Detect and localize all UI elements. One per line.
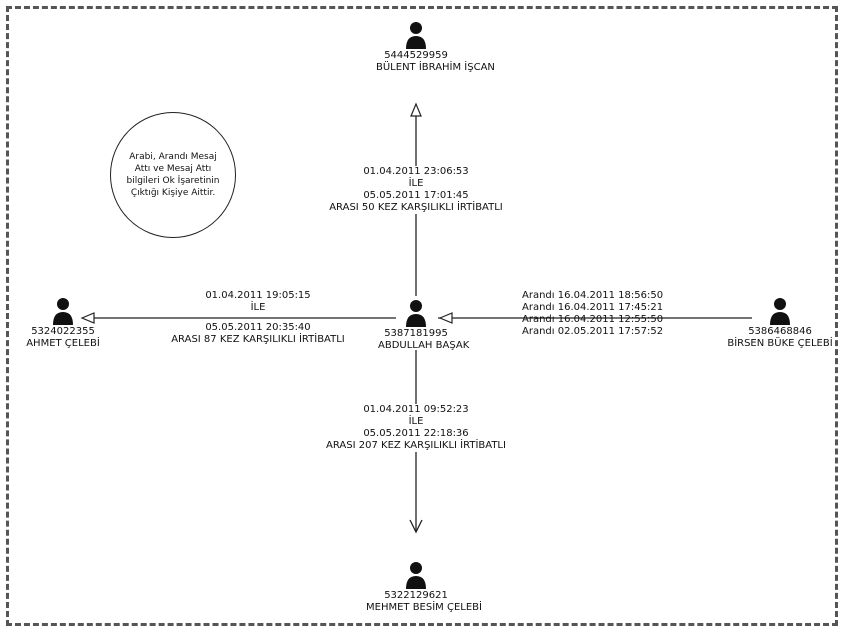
edge-label-line: 01.04.2011 09:52:23 bbox=[363, 404, 469, 415]
node-name: MEHMET BESİM ÇELEBİ bbox=[366, 602, 482, 613]
edge-label-line: ARASI 87 KEZ KARŞILIKLI İRTİBATLI bbox=[171, 334, 345, 345]
edge-label-line: İLE bbox=[408, 178, 424, 189]
call-entry: Arandı 02.05.2011 17:57:52 bbox=[522, 326, 664, 337]
arrow-icon bbox=[409, 519, 423, 534]
edge-label-line: ARASI 50 KEZ KARŞILIKLI İRTİBATLI bbox=[329, 202, 503, 213]
arrow-icon bbox=[410, 102, 422, 117]
node-name: BÜLENT İBRAHİM İŞCAN bbox=[376, 62, 495, 73]
person-icon bbox=[406, 300, 426, 327]
node-name: BİRSEN BÜKE ÇELEBİ bbox=[727, 338, 833, 349]
edge-label-line: 05.05.2011 22:18:36 bbox=[363, 428, 469, 439]
person-icon bbox=[770, 298, 790, 325]
node-center[interactable]: 5387181995 ABDULLAH BAŞAK bbox=[378, 298, 470, 352]
node-bottom[interactable]: 5322129621 MEHMET BESİM ÇELEBİ bbox=[366, 560, 482, 614]
person-icon bbox=[406, 562, 426, 589]
edge-label-line: İLE bbox=[408, 416, 424, 427]
edge-label-line: 05.05.2011 20:35:40 bbox=[205, 322, 311, 333]
arrow-icon bbox=[80, 312, 95, 324]
edge-label-top: 01.04.2011 23:06:53 İLE 05.05.2011 17:01… bbox=[300, 166, 532, 214]
node-name: ABDULLAH BAŞAK bbox=[378, 340, 470, 351]
edge-label-line: İLE bbox=[250, 302, 266, 313]
person-icon bbox=[406, 22, 426, 49]
node-left[interactable]: 5324022355 AHMET ÇELEBİ bbox=[18, 296, 108, 350]
call-entry: Arandı 16.04.2011 17:45:21 bbox=[522, 302, 664, 313]
edge-label-bottom: 01.04.2011 09:52:23 İLE 05.05.2011 22:18… bbox=[296, 404, 536, 452]
edge-label-line: 01.04.2011 19:05:15 bbox=[205, 290, 311, 301]
edge-label-line: 05.05.2011 17:01:45 bbox=[363, 190, 469, 201]
legend-note-text: Arabi, Arandı Mesaj Attı ve Mesaj Attı b… bbox=[126, 152, 220, 198]
node-number: 5444529959 bbox=[384, 50, 448, 61]
edge-label-line: 01.04.2011 23:06:53 bbox=[363, 166, 469, 177]
person-icon bbox=[53, 298, 73, 325]
legend-note: Arabi, Arandı Mesaj Attı ve Mesaj Attı b… bbox=[110, 112, 236, 238]
edge-label-left: 01.04.2011 19:05:15 İLE 05.05.2011 20:35… bbox=[148, 290, 368, 346]
node-right[interactable]: 5386468846 BİRSEN BÜKE ÇELEBİ bbox=[724, 296, 836, 350]
call-entry: Arandı 16.04.2011 12:55:50 bbox=[522, 314, 664, 325]
node-number: 5322129621 bbox=[384, 590, 448, 601]
edge-label-right: Arandı 16.04.2011 18:56:50 Arandı 16.04.… bbox=[522, 290, 702, 338]
arrow-icon bbox=[438, 312, 453, 324]
node-number: 5386468846 bbox=[748, 326, 812, 337]
node-name: AHMET ÇELEBİ bbox=[26, 338, 100, 349]
diagram-frame bbox=[6, 6, 838, 626]
node-top[interactable]: 5444529959 BÜLENT İBRAHİM İŞCAN bbox=[376, 20, 495, 74]
call-entry: Arandı 16.04.2011 18:56:50 bbox=[522, 290, 664, 301]
edge-label-line: ARASI 207 KEZ KARŞILIKLI İRTİBATLI bbox=[326, 440, 506, 451]
node-number: 5324022355 bbox=[31, 326, 95, 337]
node-number: 5387181995 bbox=[384, 328, 448, 339]
